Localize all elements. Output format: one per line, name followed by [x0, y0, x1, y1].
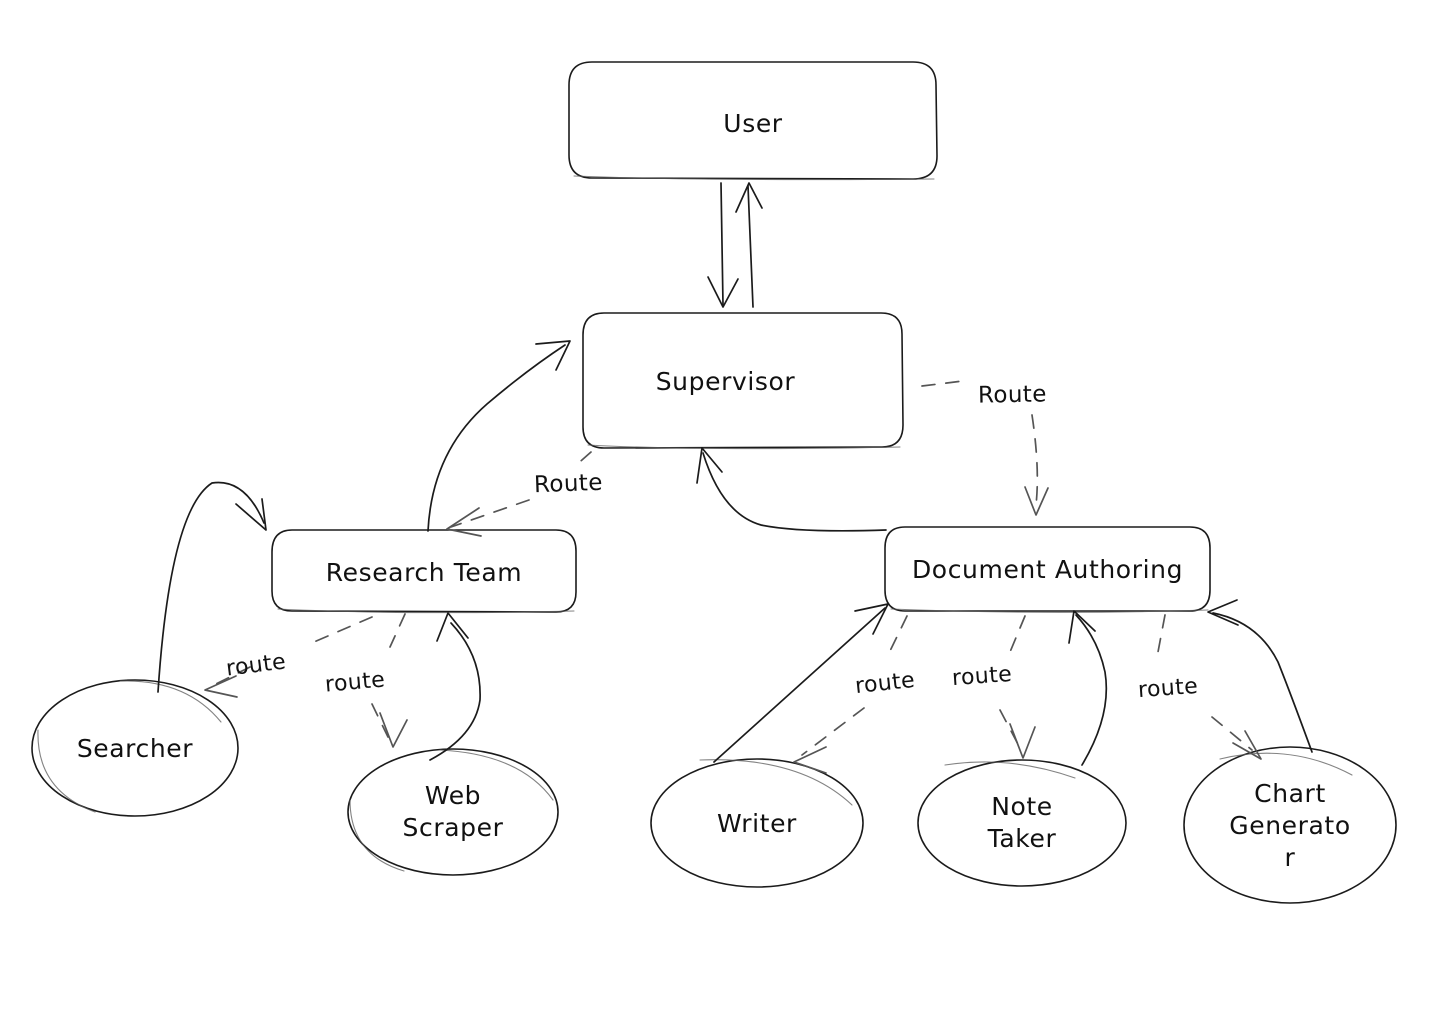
edge-docauth-to-supervisor [696, 447, 887, 532]
edge-docauth-to-writer [793, 615, 908, 774]
edge-docauth-to-chartgen [1157, 614, 1262, 760]
edge-chartgen-to-docauth [1207, 599, 1313, 753]
edge-searcher-to-research [157, 481, 267, 693]
node-user[interactable] [568, 61, 938, 181]
edge-supervisor-to-docauth [921, 380, 1049, 516]
edge-webscraper-to-research [429, 612, 481, 761]
edge-user-to-supervisor [707, 182, 739, 308]
edge-research-to-webscraper [371, 613, 408, 748]
node-supervisor[interactable] [582, 312, 904, 450]
edge-writer-to-docauth [713, 603, 889, 763]
edge-docauth-to-notetaker [999, 615, 1036, 759]
node-writer[interactable] [650, 758, 864, 888]
node-searcher[interactable] [31, 679, 239, 817]
edge-research-to-searcher [204, 616, 373, 698]
node-chart-generator[interactable] [1183, 746, 1397, 904]
edge-supervisor-to-user [735, 182, 763, 308]
edge-research-to-supervisor [427, 340, 571, 532]
node-document-authoring[interactable] [884, 526, 1211, 613]
node-note-taker[interactable] [917, 759, 1127, 887]
node-web-scraper[interactable] [347, 748, 559, 876]
edge-supervisor-to-research [446, 451, 592, 537]
node-research-team[interactable] [271, 529, 577, 614]
edge-notetaker-to-docauth [1068, 610, 1108, 766]
